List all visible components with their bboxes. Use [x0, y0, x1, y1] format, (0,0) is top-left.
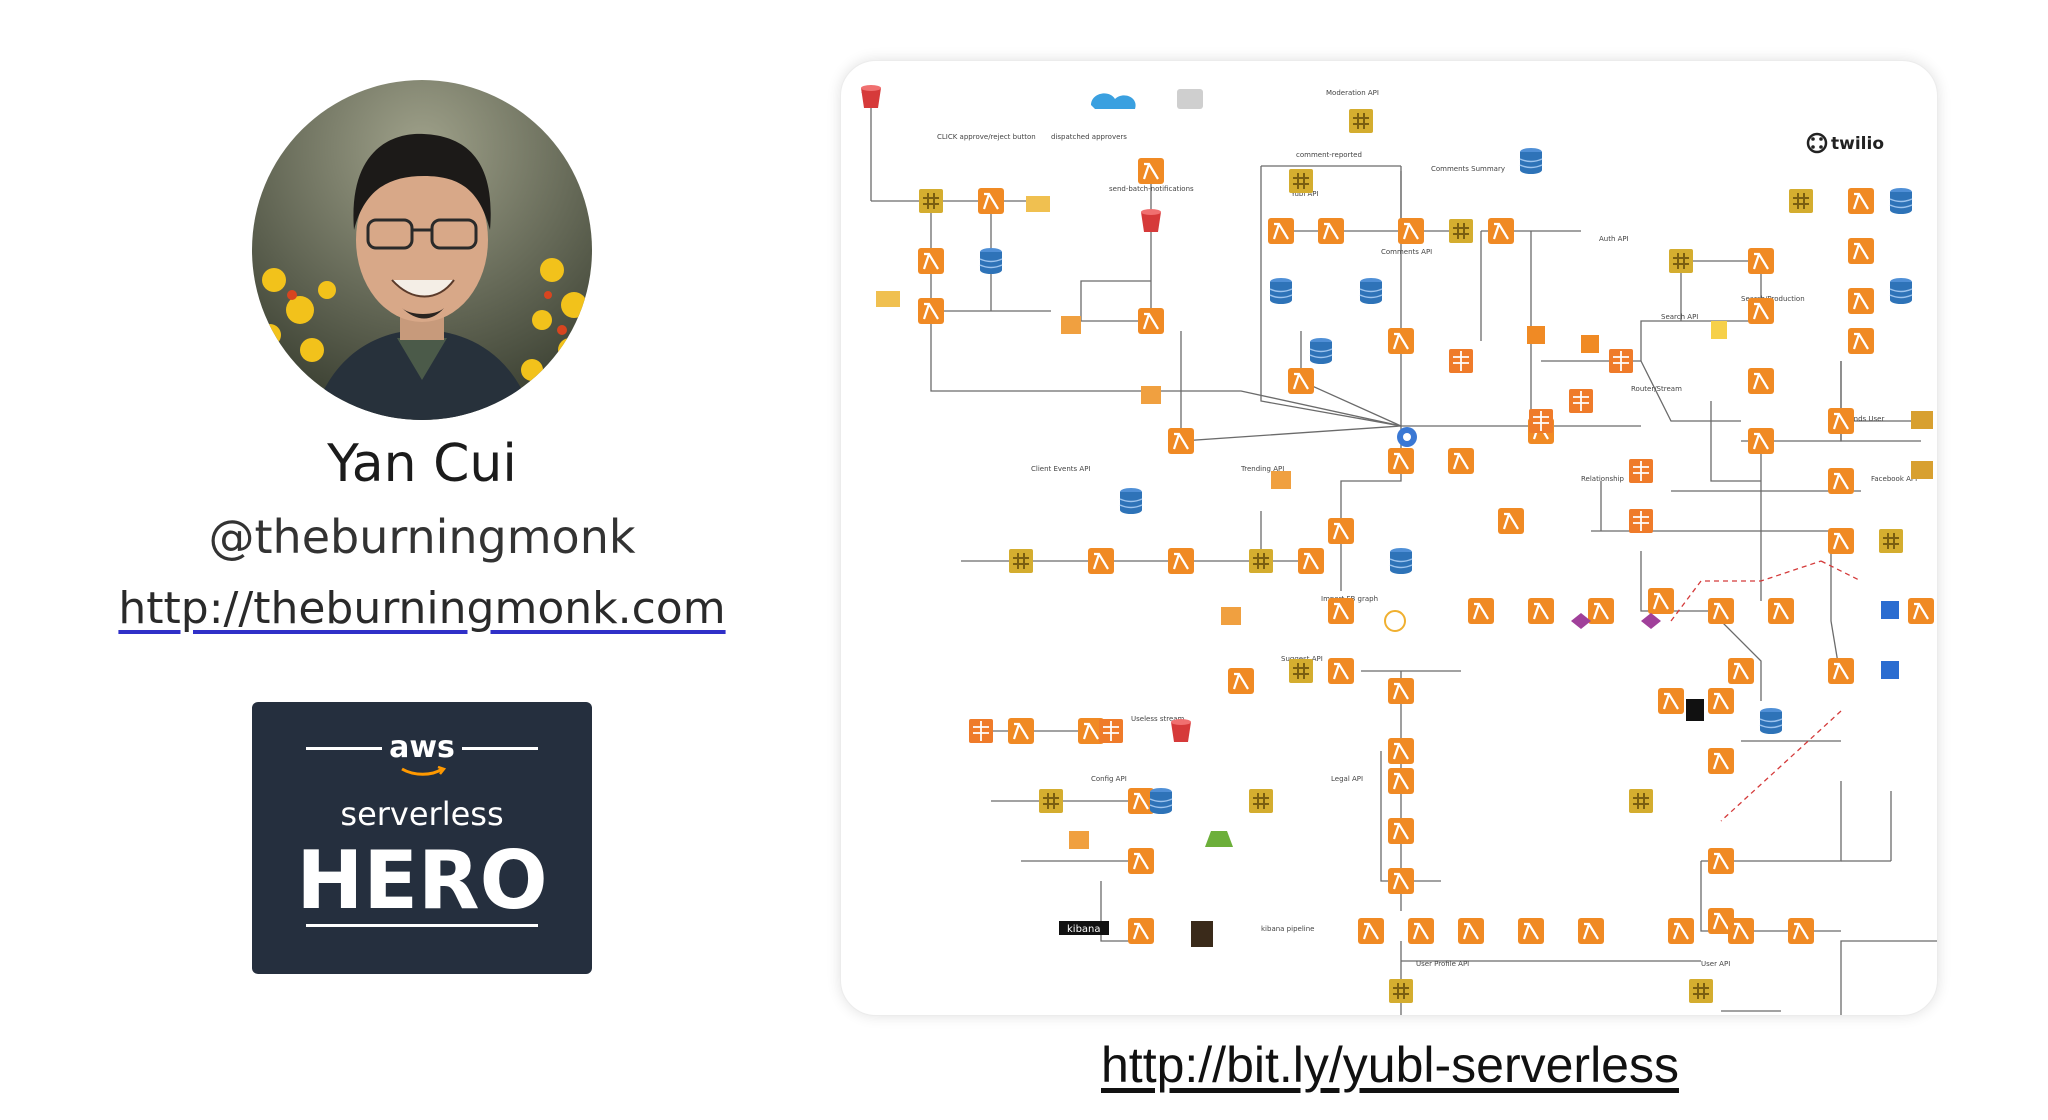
- svg-text:Legal API: Legal API: [1331, 775, 1363, 783]
- speaker-handle: @theburningmonk: [208, 510, 636, 564]
- speaker-photo: [252, 80, 592, 420]
- svg-text:Client Events API: Client Events API: [1031, 465, 1091, 473]
- misc-service-icons: [876, 89, 1933, 947]
- svg-text:Comments Summary: Comments Summary: [1431, 165, 1505, 173]
- svg-text:Yubl API: Yubl API: [1290, 190, 1319, 198]
- badge-rule-right: [462, 747, 538, 750]
- svg-text:Friends User: Friends User: [1841, 415, 1884, 423]
- svg-text:Auth API: Auth API: [1599, 235, 1629, 243]
- aws-smile-icon: [401, 766, 446, 776]
- twilio-logo: twilio: [1806, 132, 1884, 154]
- portrait-image: [252, 80, 592, 420]
- svg-text:Relationship: Relationship: [1581, 475, 1625, 483]
- svg-text:Config API: Config API: [1091, 775, 1127, 783]
- svg-text:CLICK approve/reject button: CLICK approve/reject button: [937, 133, 1036, 141]
- svg-text:kibana pipeline: kibana pipeline: [1261, 925, 1314, 933]
- badge-rule-left: [306, 747, 382, 750]
- lambda-function-icons: [916, 156, 1936, 946]
- svg-text:User Profile API: User Profile API: [1416, 960, 1469, 968]
- svg-text:comment-reported: comment-reported: [1296, 151, 1362, 159]
- svg-text:Search API: Search API: [1661, 313, 1698, 321]
- architecture-diagram: S3 CLICK approve/reject button dispatche…: [840, 60, 1938, 1016]
- twilio-label: twilio: [1831, 134, 1884, 154]
- svg-text:send-batch-notifications: send-batch-notifications: [1109, 185, 1194, 193]
- diagram-text-labels: S3 CLICK approve/reject button dispatche…: [861, 87, 1917, 968]
- speaker-name: Yan Cui: [327, 434, 517, 494]
- svg-text:Facebook API: Facebook API: [1871, 475, 1917, 483]
- diagram-dashed-links: [1670, 560, 1862, 822]
- badge-rule-bottom: [306, 924, 538, 927]
- svg-text:User API: User API: [1701, 960, 1730, 968]
- kinesis-stream-icons: [968, 348, 1654, 744]
- diagram-source-link[interactable]: http://bit.ly/yubl-serverless: [1101, 1037, 1679, 1093]
- svg-text:Comments API: Comments API: [1381, 248, 1432, 256]
- svg-text:Trending API: Trending API: [1240, 465, 1284, 473]
- badge-aws-label: aws: [389, 730, 455, 765]
- svg-text:dispatched approvers: dispatched approvers: [1051, 133, 1127, 141]
- kibana-label: kibana: [1067, 924, 1101, 935]
- badge-serverless-label: serverless: [340, 795, 504, 833]
- kibana-logo: kibana: [1059, 921, 1109, 935]
- speaker-website-link[interactable]: http://theburningmonk.com: [118, 583, 726, 634]
- badge-hero-label: HERO: [296, 834, 548, 927]
- dynamodb-table-icons: [979, 147, 1913, 815]
- svg-text:Useless stream: Useless stream: [1131, 715, 1185, 723]
- aws-serverless-hero-badge: aws serverless HERO: [252, 702, 592, 974]
- architecture-canvas: S3 CLICK approve/reject button dispatche…: [861, 85, 1937, 1015]
- svg-text:Moderation API: Moderation API: [1326, 89, 1379, 97]
- svg-text:Router/Stream: Router/Stream: [1631, 385, 1682, 393]
